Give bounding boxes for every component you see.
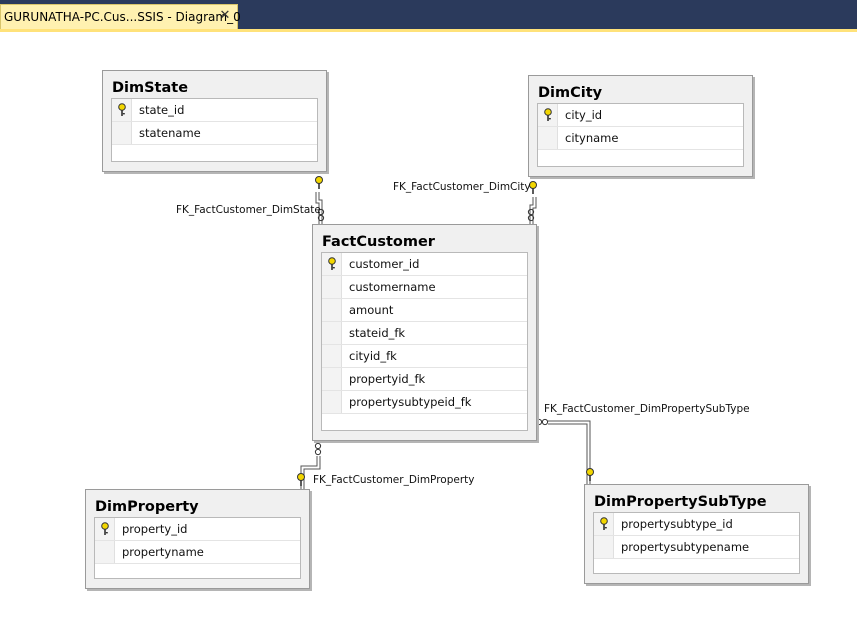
column-name: propertyid_fk [349, 372, 426, 386]
row-selector[interactable] [322, 253, 342, 275]
infinity-icon [314, 442, 322, 456]
column-name: statename [139, 126, 201, 140]
column-row[interactable]: propertyname [95, 541, 300, 564]
row-selector[interactable] [538, 104, 558, 126]
relationship-lines [297, 176, 594, 489]
key-icon [586, 468, 594, 481]
infinity-icon [535, 418, 549, 426]
fk-label-property: FK_FactCustomer_DimProperty [313, 474, 475, 486]
key-icon [118, 103, 126, 116]
row-selector[interactable] [322, 345, 342, 367]
infinity-icon [527, 208, 535, 222]
column-list: state_id statename [111, 98, 318, 162]
column-row[interactable]: customername [322, 276, 527, 299]
table-factcustomer[interactable]: FactCustomer customer_id customername a [312, 224, 537, 441]
column-name: stateid_fk [349, 326, 406, 340]
column-row[interactable]: state_id [112, 99, 317, 122]
table-title: DimState [112, 80, 189, 96]
row-selector[interactable] [322, 322, 342, 344]
row-selector[interactable] [538, 127, 558, 149]
column-row[interactable]: customer_id [322, 253, 527, 276]
fk-line-state [318, 192, 323, 224]
column-name: propertysubtypename [621, 540, 750, 554]
column-list: property_id propertyname [94, 517, 301, 579]
title-bar: GURUNATHA-PC.Cus...SSIS - Diagram_0 ✕ [0, 0, 857, 29]
table-dimcity[interactable]: DimCity city_id cityname [528, 75, 753, 177]
column-row[interactable]: propertysubtypeid_fk [322, 391, 527, 414]
fk-line-subtype-2 [548, 423, 588, 484]
column-name: city_id [565, 108, 603, 122]
row-selector[interactable] [594, 536, 614, 558]
fk-line-subtype [548, 420, 591, 484]
row-selector[interactable] [95, 518, 115, 540]
row-selector[interactable] [112, 122, 132, 144]
key-icon [600, 517, 608, 530]
row-selector[interactable] [322, 368, 342, 390]
row-selector[interactable] [322, 299, 342, 321]
column-name: customername [349, 280, 436, 294]
column-row[interactable]: cityid_fk [322, 345, 527, 368]
close-icon[interactable]: ✕ [219, 8, 231, 23]
column-row[interactable]: city_id [538, 104, 743, 127]
row-selector[interactable] [322, 276, 342, 298]
key-icon [297, 473, 305, 486]
column-name: amount [349, 303, 394, 317]
table-dimproperty[interactable]: DimProperty property_id propertyname [85, 489, 310, 589]
column-name: cityid_fk [349, 349, 397, 363]
column-name: propertyname [122, 545, 204, 559]
column-row[interactable]: property_id [95, 518, 300, 541]
row-selector[interactable] [594, 513, 614, 535]
column-row[interactable]: propertysubtype_id [594, 513, 799, 536]
table-dimstate[interactable]: DimState state_id statename [102, 70, 327, 172]
document-tab[interactable]: GURUNATHA-PC.Cus...SSIS - Diagram_0 ✕ [0, 4, 241, 29]
row-selector[interactable] [112, 99, 132, 121]
diagram-canvas[interactable]: FK_FactCustomer_DimState FK_FactCustomer… [0, 32, 857, 620]
key-icon [544, 108, 552, 121]
key-icon [529, 181, 537, 194]
column-list: city_id cityname [537, 103, 744, 167]
table-title: FactCustomer [322, 234, 435, 250]
row-selector[interactable] [322, 391, 342, 413]
column-row[interactable]: propertyid_fk [322, 368, 527, 391]
row-selector[interactable] [95, 541, 115, 563]
column-name: state_id [139, 103, 185, 117]
column-name: property_id [122, 522, 188, 536]
column-name: cityname [565, 131, 619, 145]
column-row[interactable]: propertysubtypename [594, 536, 799, 559]
key-icon [328, 257, 336, 270]
table-title: DimCity [538, 85, 603, 101]
fk-label-subtype: FK_FactCustomer_DimPropertySubType [544, 403, 750, 415]
relationship-key-markers [297, 176, 594, 486]
table-title: DimPropertySubType [594, 494, 767, 510]
column-row[interactable]: statename [112, 122, 317, 145]
relationship-many-markers [314, 208, 549, 456]
document-tab-title: GURUNATHA-PC.Cus...SSIS - Diagram_0 [4, 10, 241, 24]
fk-label-city: FK_FactCustomer_DimCity [393, 181, 531, 193]
key-icon [315, 176, 323, 189]
column-name: propertysubtype_id [621, 517, 733, 531]
column-list: customer_id customername amount stateid_… [321, 252, 528, 431]
key-icon [101, 522, 109, 535]
infinity-icon [317, 208, 325, 222]
column-name: customer_id [349, 257, 420, 271]
table-title: DimProperty [95, 499, 199, 515]
column-name: propertysubtypeid_fk [349, 395, 472, 409]
table-dimpropertysubtype[interactable]: DimPropertySubType propertysubtype_id pr… [584, 484, 809, 584]
column-row[interactable]: stateid_fk [322, 322, 527, 345]
fk-label-state: FK_FactCustomer_DimState [176, 204, 321, 216]
column-row[interactable]: cityname [538, 127, 743, 150]
tab-accent-strip [0, 29, 857, 32]
column-row[interactable]: amount [322, 299, 527, 322]
column-list: propertysubtype_id propertysubtypename [593, 512, 800, 574]
